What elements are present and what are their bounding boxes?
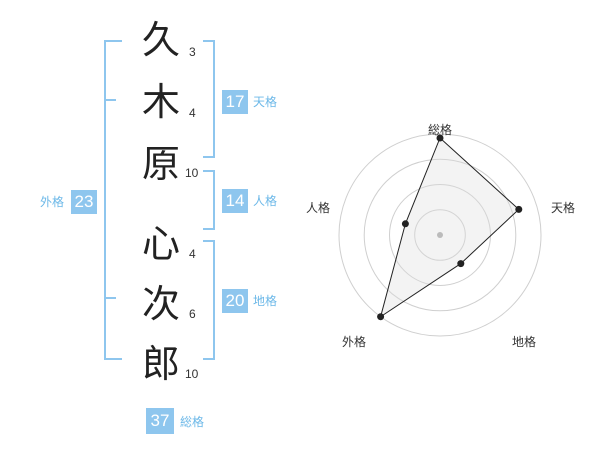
soukaku-value: 37: [146, 408, 174, 434]
radar-ring-2: [389, 184, 491, 286]
gaikaku-bracket-vertical: [104, 40, 106, 360]
jinkaku-bracket-top: [203, 170, 215, 172]
radar-area: [379, 137, 520, 318]
stroke-count-5: 6: [189, 307, 196, 321]
gaikaku-bracket-tick-2: [104, 297, 116, 299]
tenkaku-label: 天格: [253, 95, 278, 109]
jinkaku-bracket-vertical: [213, 170, 215, 230]
jinkaku-value: 14: [222, 189, 248, 213]
radar-point-3: [377, 313, 385, 321]
jinkaku-label: 人格: [253, 194, 278, 208]
stroke-count-3: 10: [185, 166, 199, 180]
name-char-6: 郎: [142, 342, 181, 386]
gaikaku-bracket-tick-1: [104, 99, 116, 101]
radar-center-dot: [437, 232, 443, 238]
radar-point-4: [401, 220, 409, 228]
tenkaku-bracket-vertical: [213, 40, 215, 158]
chikaku-bracket-top: [203, 240, 215, 242]
gaikaku-bracket-bottom: [104, 358, 122, 360]
soukaku-label: 総格: [180, 415, 205, 429]
stroke-count-4: 4: [189, 247, 196, 261]
name-char-1: 久: [142, 18, 181, 62]
gaikaku-label: 外格: [40, 195, 65, 209]
radar-axis-label-soukaku: 総格: [428, 122, 452, 137]
chikaku-label: 地格: [253, 294, 278, 308]
jinkaku-bracket-bottom: [203, 228, 215, 230]
stroke-count-1: 3: [189, 45, 196, 59]
chikaku-bracket-bottom: [203, 358, 215, 360]
tenkaku-value: 17: [222, 90, 248, 114]
radar-ring-4: [338, 133, 542, 337]
radar-axis-label-tenkaku: 天格: [551, 200, 575, 215]
chikaku-value: 20: [222, 289, 248, 313]
tenkaku-bracket-top: [203, 40, 215, 42]
name-char-5: 次: [142, 282, 181, 326]
radar-point-0: [436, 134, 444, 142]
name-char-4: 心: [142, 222, 181, 266]
radar-axis-label-gaikaku: 外格: [342, 334, 366, 349]
radar-point-2: [457, 260, 465, 268]
chikaku-bracket-vertical: [213, 240, 215, 360]
stroke-count-6: 10: [185, 367, 199, 381]
radar-ring-1: [414, 209, 466, 261]
radar-axis-label-chikaku: 地格: [512, 334, 536, 349]
radar-point-1: [515, 205, 523, 213]
gaikaku-bracket-top: [104, 40, 122, 42]
tenkaku-bracket-bottom: [203, 156, 215, 158]
stroke-count-2: 4: [189, 106, 196, 120]
radar-axis-label-jinkaku: 人格: [306, 200, 330, 215]
gaikaku-value: 23: [71, 190, 97, 214]
radar-ring-3: [363, 158, 517, 312]
name-char-2: 木: [142, 80, 181, 124]
name-char-3: 原: [142, 142, 181, 186]
